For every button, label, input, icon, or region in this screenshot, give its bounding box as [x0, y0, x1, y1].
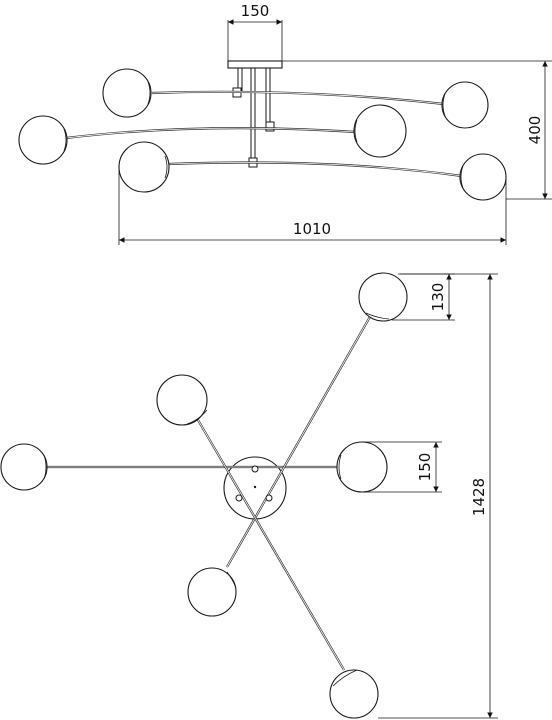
globe — [353, 104, 407, 158]
globe — [18, 115, 68, 165]
top-arm-horizontal — [0, 441, 388, 493]
center-point — [253, 485, 257, 489]
globe — [329, 669, 379, 719]
globe — [187, 567, 237, 617]
total-width-label: 1010 — [293, 220, 331, 238]
total-length-dimension: 1428 — [378, 273, 498, 719]
globe — [459, 153, 507, 201]
side-arm-3 — [118, 141, 507, 201]
globe — [336, 441, 388, 493]
globe — [156, 374, 208, 426]
globe-height-label: 130 — [429, 283, 447, 312]
top-view: 130 150 1428 — [0, 272, 498, 719]
mount-point — [235, 494, 243, 502]
canopy-width-dimension: 150 — [227, 2, 283, 62]
width-dimension: 1010 — [118, 168, 507, 245]
total-height-label: 400 — [526, 116, 544, 145]
top-arm-diagonal-a — [187, 272, 408, 617]
mount-point — [251, 465, 259, 473]
total-length-label: 1428 — [470, 478, 488, 516]
globe-diameter-dimension: 150 — [362, 441, 442, 493]
suspension-rods — [237, 68, 271, 162]
top-arm-diagonal-b — [156, 374, 379, 719]
mount-point — [265, 494, 273, 502]
canopy-width-label: 150 — [241, 2, 270, 20]
side-arm-2 — [18, 104, 407, 165]
side-view: 150 — [18, 2, 552, 245]
connector — [265, 121, 275, 132]
globe — [0, 443, 48, 491]
height-dimension: 400 — [282, 60, 552, 200]
globe — [118, 141, 170, 193]
globe — [358, 272, 408, 322]
globe — [441, 81, 489, 129]
globe-diameter-label: 150 — [416, 453, 434, 482]
globe — [102, 68, 152, 118]
side-arm-1 — [102, 68, 489, 129]
canopy — [227, 60, 283, 69]
